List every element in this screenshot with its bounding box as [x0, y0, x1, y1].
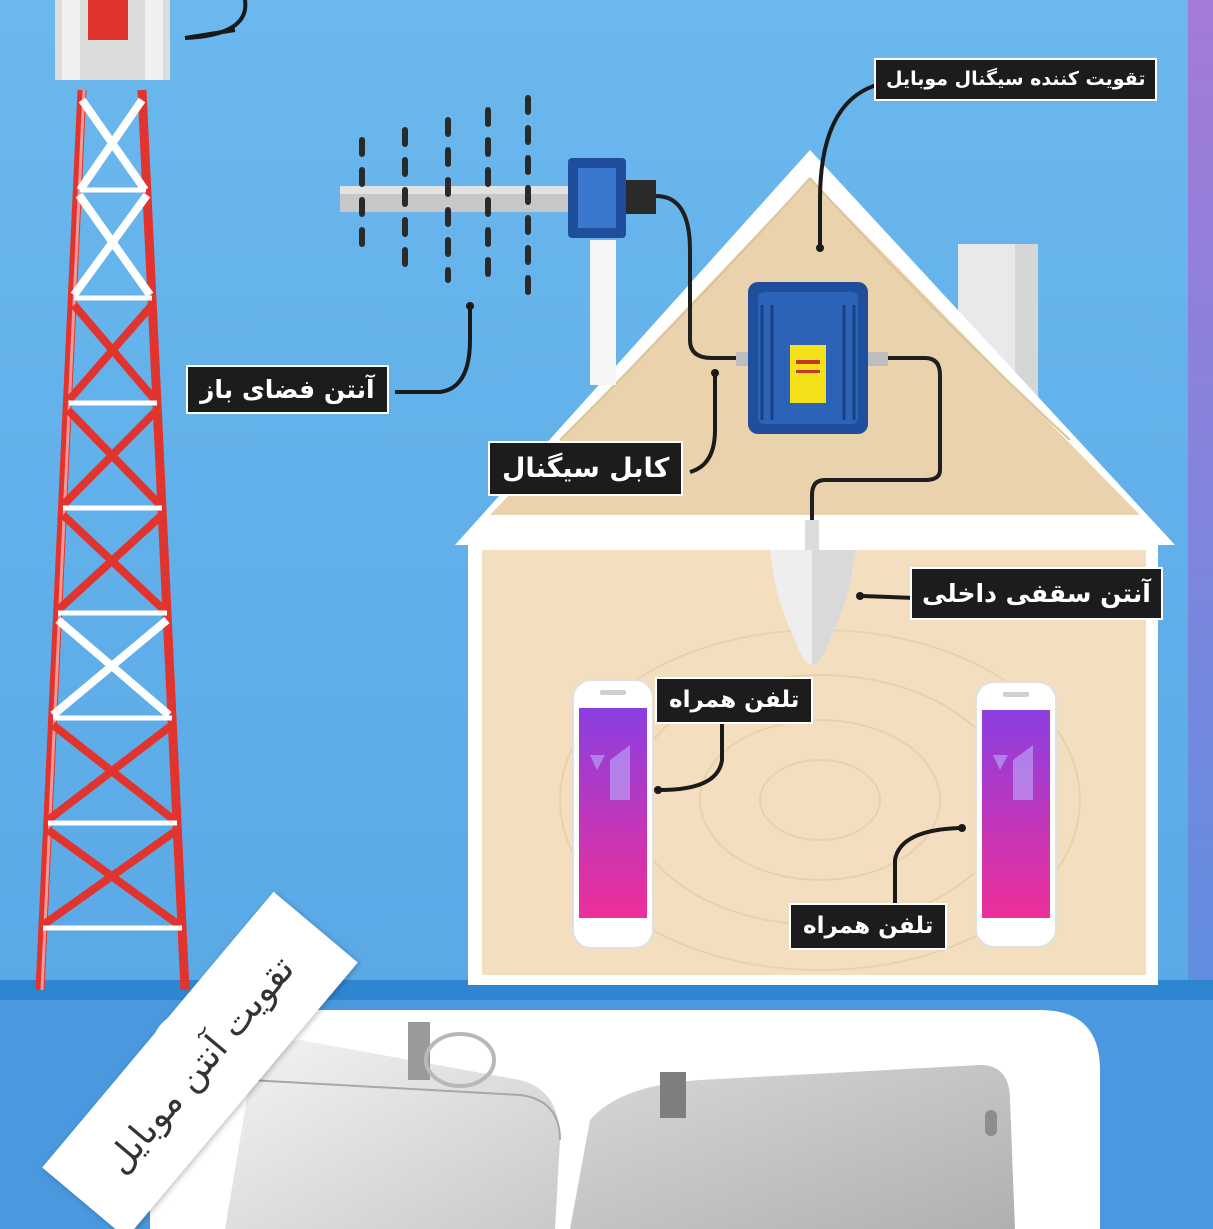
- signal-cable: [655, 194, 748, 360]
- signal-booster: [736, 282, 888, 434]
- cell-tower: [35, 0, 248, 991]
- product-box-right: [570, 1065, 1015, 1229]
- outdoor-antenna: [340, 95, 656, 385]
- label-signal-booster: تقویت کننده سیگنال موبایل: [876, 60, 1156, 99]
- mobile-phone-1: [572, 679, 654, 949]
- label-mobile-phone-1: تلفن همراه: [657, 679, 812, 722]
- indoor-ceiling-antenna: [770, 520, 855, 665]
- product-box-left: [225, 1022, 561, 1229]
- label-outdoor-antenna: آنتن فضای باز: [188, 367, 387, 412]
- label-indoor-ceiling-antenna: آنتن سقفی داخلی: [912, 569, 1161, 618]
- cable-to-indoor: [810, 356, 942, 545]
- label-mobile-phone-2: تلفن همراه: [791, 905, 946, 948]
- mobile-phone-2: [975, 681, 1057, 948]
- callout-leaders: [395, 82, 961, 905]
- right-edge-strip: [1188, 0, 1213, 1050]
- label-signal-cable: کابل سیگنال: [490, 443, 682, 494]
